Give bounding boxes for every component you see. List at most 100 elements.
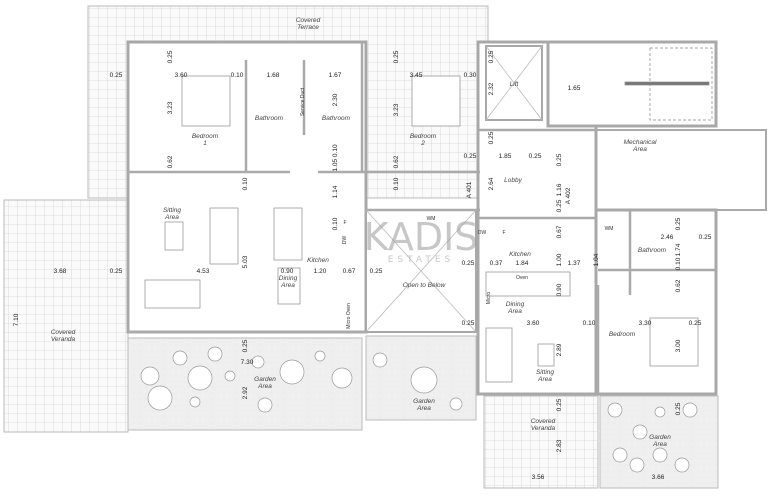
room-label: Lobby — [504, 177, 522, 184]
dimension-label: 0.25 — [167, 50, 174, 63]
dimension-label: 1.05 0.10 — [332, 144, 339, 171]
appliance-label: F — [502, 230, 505, 236]
room-label: Kitchen — [509, 251, 531, 258]
tree-icon — [147, 385, 173, 411]
room-label: Open to Below — [403, 282, 447, 289]
dimension-label: 0.10 — [332, 217, 339, 230]
dimension-label: 0.90 — [281, 268, 294, 275]
tree-icon — [251, 355, 265, 369]
kitchen-island — [273, 207, 303, 261]
tree-icon — [224, 370, 236, 382]
tree-icon — [172, 350, 188, 366]
appliance-label: Micro Oven — [346, 303, 352, 329]
trees — [140, 346, 698, 473]
tree-icon — [257, 397, 273, 413]
tree-icon — [187, 365, 213, 391]
dimension-label: 0.25 — [675, 402, 682, 415]
dimension-label: 0.67 — [556, 225, 563, 238]
dimension-label: 2.92 — [242, 386, 249, 399]
dimension-label: 3.45 — [410, 72, 423, 79]
tree-icon — [674, 457, 690, 473]
tree-icon — [654, 406, 666, 418]
dimension-label: 2.64 — [488, 177, 495, 190]
coffee-table — [164, 221, 184, 251]
dimension-label: 1.84 — [516, 260, 529, 267]
tree-icon — [652, 447, 668, 463]
dimension-label: 1.00 — [556, 253, 563, 266]
dimension-label: 0.10 — [231, 72, 244, 79]
dimension-label: 2.46 — [661, 234, 674, 241]
dimension-label: 3.30 — [639, 320, 652, 327]
sofa-right — [485, 327, 513, 383]
dimension-label: 0.30 — [464, 72, 477, 79]
dimension-label: 0.25 — [675, 217, 682, 230]
sofa-left — [144, 279, 201, 309]
dimension-label: 3.66 — [652, 474, 665, 481]
dimension-label: 0.25 — [556, 199, 563, 212]
dimension-label: 3.60 — [175, 72, 188, 79]
dimension-label: 3.23 — [393, 103, 400, 116]
sofa-middle — [209, 207, 239, 265]
dimension-label: 1.68 — [267, 72, 280, 79]
appliance-label: Micro — [486, 292, 492, 304]
mechanical-area — [595, 129, 767, 211]
dimension-label: 3.00 — [675, 339, 682, 352]
tree-icon — [331, 367, 353, 389]
tree-icon — [632, 424, 648, 440]
bed-3 — [649, 317, 699, 367]
interior-walls — [128, 42, 716, 394]
appliance-label: DW — [478, 230, 487, 236]
watermark-logo: KADIS ESTATES — [364, 215, 479, 265]
dimension-label: 4.53 — [197, 268, 210, 275]
dimension-label: 0.90 — [556, 283, 563, 296]
dimension-label: 3.60 — [527, 320, 540, 327]
dimension-label: 0.10 — [583, 320, 596, 327]
dimension-label: 0.25 — [556, 153, 563, 166]
dimension-label: 5.03 — [242, 255, 249, 268]
dimension-label: 0.25 — [464, 153, 477, 160]
dimension-label: 7.10 — [13, 313, 20, 326]
cross-marks — [365, 45, 543, 333]
room-label: Kitchen — [307, 257, 329, 264]
kitchen-island-right — [485, 271, 571, 297]
dimension-label: 1.14 — [332, 185, 339, 198]
appliance-label: WM — [605, 226, 614, 232]
dimension-label: 0.10 — [675, 257, 682, 270]
tree-icon — [449, 397, 463, 411]
dimension-label: 1.37 — [568, 260, 581, 267]
dimension-label: 0.67 — [343, 268, 356, 275]
dimension-label: 0.25 — [488, 50, 495, 63]
appliance-label: Service Duct — [300, 87, 306, 116]
dimension-label: 7.30 — [241, 359, 254, 366]
tree-icon — [279, 359, 305, 385]
dimension-label: 1.65 — [568, 85, 581, 92]
dimension-label: 0.25 — [110, 268, 123, 275]
dimension-label: 2.83 — [556, 439, 563, 452]
dimension-label: 0.25 — [110, 72, 123, 79]
dimension-label: 0.25 — [689, 320, 702, 327]
tree-icon — [140, 366, 160, 386]
dimension-label: 0.25 — [556, 398, 563, 411]
dimension-label: 0.25 — [370, 268, 383, 275]
dimension-label: 0.37 — [490, 260, 503, 267]
watermark-text: KADIS — [364, 215, 479, 259]
section-marker-a401: A 401 — [466, 181, 473, 198]
tree-icon — [612, 447, 628, 463]
tree-icon — [410, 366, 438, 394]
dimension-label: 0.10 — [242, 177, 249, 190]
dimension-label: 0.10 — [393, 177, 400, 190]
dimension-label: 1.20 — [314, 268, 327, 275]
furniture — [144, 75, 699, 383]
dimension-label: 0.25 — [699, 234, 712, 241]
section-marker-a402: A 402 — [565, 187, 572, 204]
